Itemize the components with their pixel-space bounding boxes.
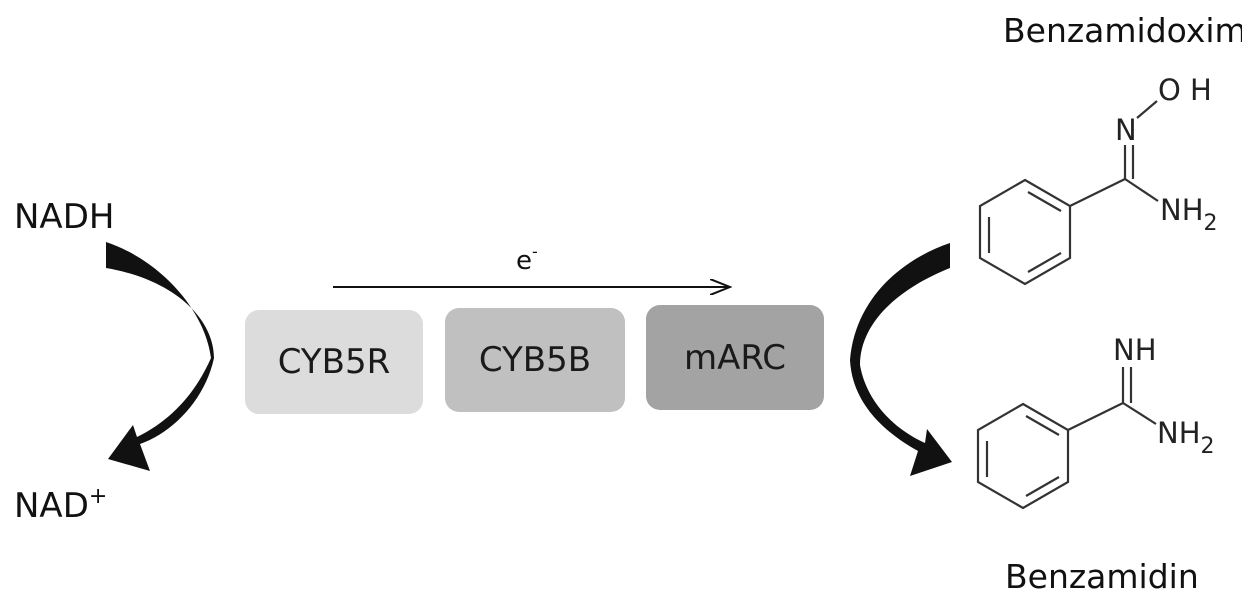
nad-charge: + [88, 484, 108, 509]
electron-symbol: e [516, 246, 532, 276]
benzamidin-structure [976, 367, 1157, 510]
protein-box-cyb5r: CYB5R [245, 310, 423, 414]
protein-box-marc: mARC [646, 305, 824, 410]
nad-plus-label: NAD+ [14, 484, 108, 526]
product-amine-text: NH [1157, 416, 1201, 450]
product-name: Benzamidin [1005, 560, 1199, 593]
nadh-oxidation-arrow [106, 242, 214, 471]
benzamidoxim-structure [978, 100, 1159, 286]
substrate-reduction-arrow [850, 243, 952, 476]
product-amine-subscript: 2 [1201, 434, 1215, 459]
substrate-hydroxyl-group: O H [1158, 73, 1212, 107]
protein-label-marc: mARC [683, 337, 787, 378]
substrate-name-text: Benzamidoxim [1003, 11, 1242, 50]
nadh-label: NADH [14, 200, 114, 234]
substrate-nitrogen-atom: N [1115, 113, 1137, 147]
product-imine-group: NH [1113, 333, 1157, 367]
substrate-amine-group: NH2 [1160, 193, 1218, 236]
substrate-name: Benzamidoxim [1003, 14, 1242, 47]
substrate-amine-text: NH [1160, 193, 1204, 227]
protein-label-cyb5b: CYB5B [478, 340, 592, 380]
substrate-amine-subscript: 2 [1204, 211, 1218, 236]
electron-charge: - [532, 242, 538, 261]
nadh-text: NADH [14, 197, 115, 237]
electron-label: e- [516, 242, 538, 276]
product-amine-group: NH2 [1157, 416, 1215, 459]
product-name-text: Benzamidin [1005, 557, 1199, 596]
protein-label-cyb5r: CYB5R [277, 342, 391, 382]
nad-text: NAD [14, 486, 89, 526]
protein-box-cyb5b: CYB5B [445, 308, 625, 412]
